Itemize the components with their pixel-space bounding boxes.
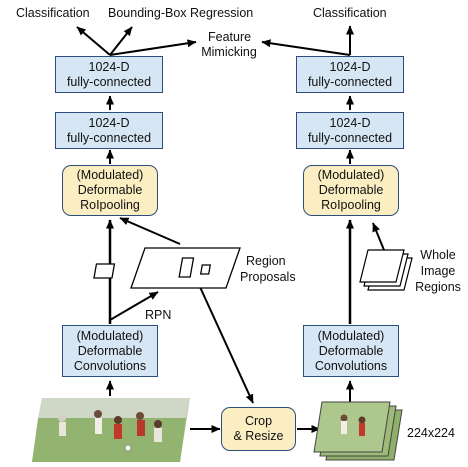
left-roipooling: (Modulated) Deformable RoIpooling <box>62 165 158 216</box>
right-fc-bottom-line1: 1024-D <box>329 115 371 130</box>
left-conv-line1: (Modulated) <box>76 328 144 343</box>
feature-mimicking-label-line1: Feature <box>208 30 252 44</box>
input-image <box>32 398 190 462</box>
right-conv-line2: Deformable <box>318 343 384 358</box>
whole-image-regions-line3: Regions <box>415 280 461 294</box>
right-deformable-conv: (Modulated) Deformable Convolutions <box>303 325 399 377</box>
arrow-proposals-to-roi-left <box>119 217 181 245</box>
classification-right-label: Classification <box>313 6 387 20</box>
whole-image-regions-line1: Whole <box>420 248 456 262</box>
left-fc-bottom: 1024-D fully-connected <box>55 112 163 149</box>
right-fc-top-line1: 1024-D <box>329 59 371 74</box>
right-roipooling-line3: RoIpooling <box>321 198 381 212</box>
crop-resize-box: Crop & Resize <box>221 407 296 451</box>
region-proposals-graphic <box>93 247 241 289</box>
left-deformable-conv: (Modulated) Deformable Convolutions <box>62 325 158 377</box>
cropped-regions-graphic <box>313 401 403 461</box>
right-roipooling: (Modulated) Deformable RoIpooling <box>303 165 399 216</box>
region-proposals-label-line1: Region <box>246 254 286 268</box>
arrow-to-feature-mimicking-left <box>109 39 197 56</box>
arrow-to-feature-mimicking-right <box>261 39 351 56</box>
arrow-whole-regions-to-roi-right <box>372 222 385 251</box>
crop-resize-line2: & Resize <box>233 429 284 443</box>
left-roipooling-line2: Deformable <box>77 183 143 197</box>
right-roipooling-line1: (Modulated) <box>317 168 385 182</box>
rpn-label: RPN <box>145 308 172 322</box>
left-fc-top: 1024-D fully-connected <box>55 56 163 93</box>
right-fc-bottom: 1024-D fully-connected <box>296 112 404 149</box>
left-fc-top-line1: 1024-D <box>88 59 130 74</box>
right-fc-top: 1024-D fully-connected <box>296 56 404 93</box>
arrow-to-classification-left <box>76 26 111 56</box>
whole-image-regions-line2: Image <box>420 264 456 278</box>
left-roipooling-line1: (Modulated) <box>76 168 144 182</box>
right-conv-line3: Convolutions <box>314 358 388 373</box>
size-label: 224x224 <box>407 426 455 440</box>
bbox-regression-label: Bounding-Box Regression <box>108 6 254 20</box>
crop-resize-line1: Crop <box>244 414 273 428</box>
right-fc-top-line2: fully-connected <box>307 74 393 89</box>
left-fc-bottom-line1: 1024-D <box>88 115 130 130</box>
whole-image-regions-graphic <box>359 249 413 291</box>
classification-left-label: Classification <box>16 6 90 20</box>
right-fc-bottom-line2: fully-connected <box>307 130 393 145</box>
arrow-to-bbox-regression <box>109 26 133 56</box>
arrow-proposals-to-crop <box>199 286 254 404</box>
left-fc-bottom-line2: fully-connected <box>66 130 152 145</box>
left-conv-line2: Deformable <box>77 343 143 358</box>
right-roipooling-line2: Deformable <box>318 183 384 197</box>
region-proposals-label-line2: Proposals <box>240 270 296 284</box>
right-conv-line1: (Modulated) <box>317 328 385 343</box>
arrow-rpn-to-proposals <box>109 291 159 321</box>
left-conv-line3: Convolutions <box>73 358 147 373</box>
left-roipooling-line3: RoIpooling <box>80 198 140 212</box>
left-fc-top-line2: fully-connected <box>66 74 152 89</box>
feature-mimicking-label-line2: Mimicking <box>201 45 257 59</box>
